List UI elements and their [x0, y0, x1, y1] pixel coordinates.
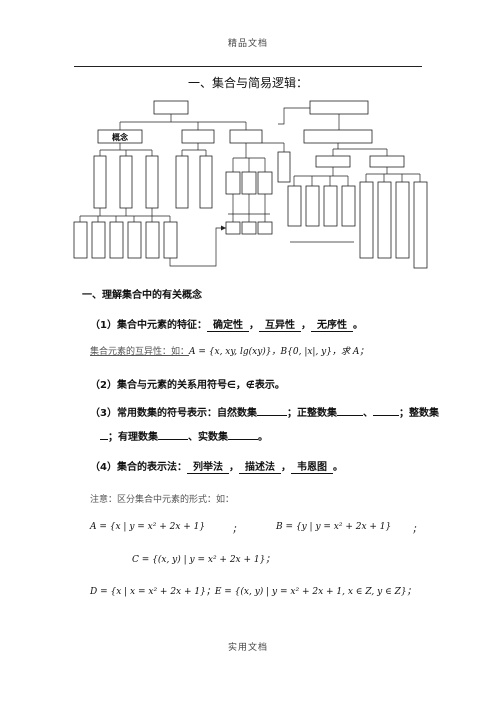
- box-logic: [309, 100, 369, 115]
- item1-answer-3: 无序性: [310, 316, 353, 332]
- concept-diagram-svg: 概念: [73, 100, 428, 269]
- formula-B: B = {y | y = x² + 2x + 1}: [276, 522, 392, 532]
- note1-prefix: 集合元素的互异性：如：: [90, 347, 190, 357]
- note2: 注意：区分集合中元素的形式：如：: [90, 495, 235, 505]
- blank-natural: [256, 415, 287, 416]
- formula-C: C = {(x, y) | y = x² + 2x + 1}；: [132, 555, 275, 565]
- formula-A: A = {x | y = x² + 2x + 1}: [90, 522, 206, 532]
- section-title: 一、集合与简易逻辑：: [187, 76, 308, 90]
- blank-positive-int-2: [372, 415, 399, 416]
- item3-line2: ；有理数集、实数集。: [100, 428, 268, 443]
- item4-answer-2: 描述法: [238, 458, 281, 474]
- page-header: 精品文档: [227, 39, 268, 49]
- page-footer: 实用文档: [227, 643, 268, 653]
- item1-answer-1: 确定性: [206, 316, 249, 332]
- concept-label: 概念: [112, 132, 128, 142]
- note1: 集合元素的互异性：如：A = {x, xy, lg(xy)}，B{0, |x|,…: [90, 344, 368, 357]
- item2-line: （2）集合与元素的关系用符号∈，∉表示。: [90, 380, 285, 391]
- concept-diagram: 概念: [70, 96, 430, 274]
- box-relation: [181, 129, 215, 144]
- item1-line: （1）集合中元素的特征：确定性，互异性，无序性。: [90, 316, 363, 332]
- box-set: [153, 100, 189, 115]
- formula-B-end: ；: [412, 525, 422, 535]
- section1-heading: 一、理解集合中的有关概念: [82, 290, 202, 301]
- blank-positive-int: [336, 415, 363, 416]
- box-operation: [229, 129, 263, 144]
- item4-answer-3: 韦恩图: [290, 458, 333, 474]
- blank-real: [228, 439, 258, 440]
- formula-A-end: ；: [232, 525, 242, 535]
- item1-answer-2: 互异性: [258, 316, 301, 332]
- item4-answer-1: 列举法: [186, 458, 229, 474]
- item3-line1: （3）常用数集的符号表示：自然数集；正整数集、；整数集: [90, 408, 439, 419]
- header-rule: [74, 66, 422, 67]
- item4-line: （4）集合的表示法：列举法，描述法，韦恩图。: [90, 458, 343, 474]
- blank-integer: [100, 439, 108, 440]
- item1-label: （1）集合中元素的特征：: [90, 320, 207, 331]
- formula-DE: D = {x | x = x² + 2x + 1}；E = {(x, y) | …: [90, 587, 416, 597]
- box-logic-sub: [303, 129, 373, 144]
- blank-rational: [158, 439, 188, 440]
- note1-expr: A = {x, xy, lg(xy)}，B{0, |x|, y}，求 A；: [189, 347, 369, 357]
